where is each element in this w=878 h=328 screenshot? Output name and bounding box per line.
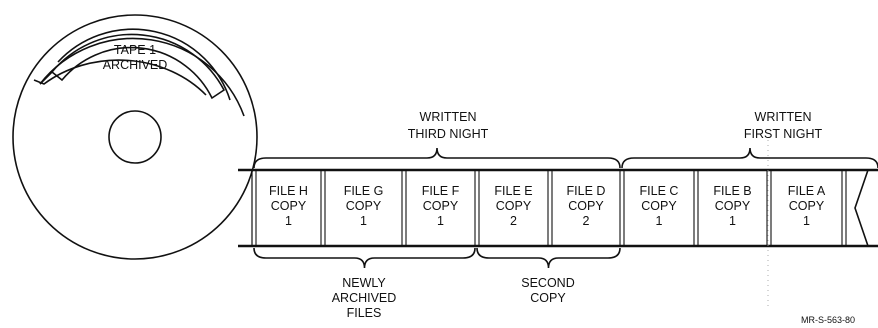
file-cell-label-line: 1 [729,214,736,228]
bottom-group-label-line: FILES [347,306,382,320]
file-cell-label-line: 1 [656,214,663,228]
file-cell-label-line: FILE E [494,184,532,198]
file-cell-label-line: COPY [568,199,604,213]
bottom-group-label-line: ARCHIVED [332,291,397,305]
file-cell-label-line: FILE G [344,184,384,198]
file-cell-label-line: COPY [715,199,751,213]
tape-strip [238,170,878,246]
reel-label-line-2: ARCHIVED [103,58,168,72]
file-cell-label-line: 1 [360,214,367,228]
top-group-label-line: WRITTEN [755,110,812,124]
file-cell-label-line: COPY [271,199,307,213]
top-group-label-line: THIRD NIGHT [408,127,489,141]
file-cell-label-line: FILE C [640,184,679,198]
file-cell-label-line: FILE F [422,184,460,198]
tape-reel: TAPE 1 ARCHIVED [13,15,257,259]
file-cell-label-line: COPY [789,199,825,213]
group-brace [477,248,620,268]
file-cell-label-line: COPY [641,199,677,213]
figure-reference: MR-S-563-80 [801,315,855,325]
file-cell-label-line: 2 [510,214,517,228]
file-cell-label-line: COPY [346,199,382,213]
file-cell-label-line: COPY [423,199,459,213]
group-brace [254,248,475,268]
bottom-group-label-line: SECOND [521,276,574,290]
file-cell-label-line: COPY [496,199,532,213]
file-cell-label-line: FILE A [788,184,826,198]
file-cell-label-line: FILE H [269,184,308,198]
reel-label-line-1: TAPE 1 [114,43,156,57]
group-brace [622,148,878,168]
file-cell-label-line: 1 [803,214,810,228]
file-cell-label-line: 1 [437,214,444,228]
top-group-label-line: WRITTEN [420,110,477,124]
bottom-group-label-line: NEWLY [342,276,386,290]
file-cell-label-line: 2 [583,214,590,228]
group-brace [254,148,620,168]
top-braces: WRITTEN THIRD NIGHT WRITTEN FIRST NIGHT [254,110,878,168]
figure-ref-text: MR-S-563-80 [801,315,855,325]
file-cell-label-line: 1 [285,214,292,228]
file-cell-label-line: FILE B [713,184,751,198]
file-cell-label-line: FILE D [567,184,606,198]
top-group-label-line: FIRST NIGHT [744,127,823,141]
bottom-group-label-line: COPY [530,291,566,305]
